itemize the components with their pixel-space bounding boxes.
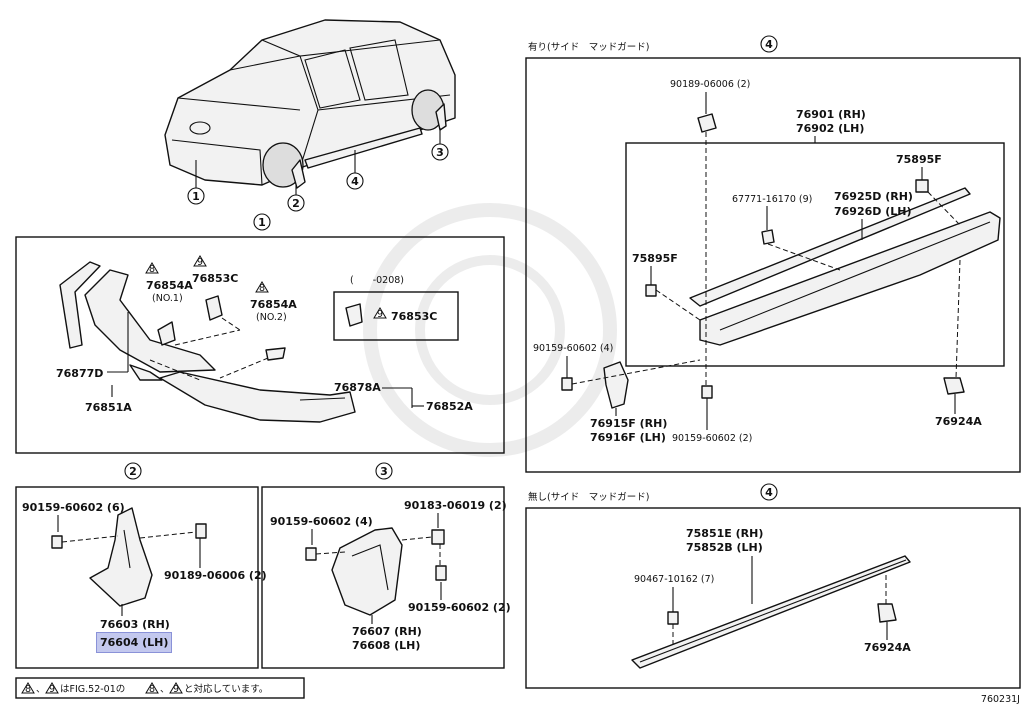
s2-rh-label[interactable]: 76603 (RH) — [100, 618, 170, 631]
front-spoiler-parts — [59, 261, 356, 423]
section-1-frame — [15, 236, 505, 454]
section-3-label: 3 — [380, 465, 388, 478]
s2-bolt-label[interactable]: 90159-60602 (6) — [22, 501, 125, 514]
flag-9-number: 9 — [197, 257, 203, 268]
section-1-label: 1 — [258, 216, 266, 229]
watermark-logo — [363, 203, 617, 457]
note-text-1: はFIG.52-01の — [60, 684, 125, 695]
note-sep-1: 、 — [36, 684, 46, 695]
car-illustration — [164, 19, 456, 189]
note-text-2: と対応しています。 — [184, 683, 268, 695]
s4-75895F-left[interactable]: 75895F — [632, 252, 678, 265]
section-4-label: 4 — [765, 38, 773, 51]
with-side-mudguard-label: 有り(サイド マッドガード) — [528, 41, 649, 53]
s4-67771-label[interactable]: 67771-16170 (9) — [732, 194, 812, 205]
s5-lh-label[interactable]: 75852B (LH) — [686, 541, 763, 554]
without-side-mudguard-label: 無し(サイド マッドガード) — [528, 491, 649, 503]
s4-76926D-label[interactable]: 76926D (LH) — [834, 205, 912, 218]
label-76878A[interactable]: 76878A — [334, 381, 381, 394]
s4-clip-label[interactable]: 90189-06006 (2) — [670, 79, 750, 90]
s3-rh-label[interactable]: 76607 (RH) — [352, 625, 422, 638]
s2-lh-label[interactable]: 76604 (LH) — [100, 636, 168, 649]
s4-76924A-label[interactable]: 76924A — [935, 415, 982, 428]
label-76852A[interactable]: 76852A — [426, 400, 473, 413]
label-76877D[interactable]: 76877D — [56, 367, 103, 380]
callout-1[interactable]: 1 — [192, 190, 200, 203]
date-range: ( -0208) — [350, 275, 404, 286]
note-frame — [15, 677, 305, 699]
label-76854A-no1[interactable]: 76854A — [146, 279, 193, 292]
rocker-molding — [631, 555, 911, 669]
callout-3[interactable]: 3 — [436, 146, 444, 159]
s4-75895F-top[interactable]: 75895F — [896, 153, 942, 166]
note-flag-9b: 9 — [173, 684, 179, 695]
note-flag-9: 9 — [49, 684, 55, 695]
section-1-labels: 76877D 76851A 8 76854A (NO.1) 9 76853C 8… — [56, 255, 473, 414]
label-76853C-box[interactable]: 76853C — [391, 310, 437, 323]
label-no2: (NO.2) — [256, 312, 287, 323]
section-3-frame — [261, 486, 505, 669]
s4-bolt-label[interactable]: 90159-60602 (4) — [533, 343, 613, 354]
s5-rh-label[interactable]: 75851E (RH) — [686, 527, 763, 540]
s4-76916F-label[interactable]: 76916F (LH) — [590, 431, 666, 444]
flag-9-number: 9 — [377, 309, 383, 320]
callout-2[interactable]: 2 — [292, 197, 300, 210]
section-2-frame — [15, 486, 259, 669]
s3-bolt-label[interactable]: 90159-60602 (4) — [270, 515, 373, 528]
s4-bolt2-label[interactable]: 90159-60602 (2) — [672, 433, 752, 444]
diagram-id: 760231J — [981, 694, 1020, 705]
s4-76915F-label[interactable]: 76915F (RH) — [590, 417, 667, 430]
note-flag-8b: 8 — [149, 684, 155, 695]
label-76854A-no2[interactable]: 76854A — [250, 298, 297, 311]
s4-76925D-label[interactable]: 76925D (RH) — [834, 190, 913, 203]
side-mudguard-parts — [561, 113, 1001, 409]
selected-part-highlight[interactable] — [96, 632, 172, 653]
flag-8-number: 8 — [259, 283, 265, 294]
section-4-frame — [525, 57, 1021, 473]
label-no1: (NO.1) — [152, 293, 183, 304]
note-flag-8: 8 — [25, 684, 31, 695]
section-2-label: 2 — [129, 465, 137, 478]
front-mudguard — [51, 507, 207, 607]
rear-mudguard — [305, 527, 447, 616]
section-5-frame — [525, 507, 1021, 689]
section-5-label: 4 — [765, 486, 773, 499]
label-76853C[interactable]: 76853C — [192, 272, 238, 285]
s3-bolt2-label[interactable]: 90159-60602 (2) — [408, 601, 511, 614]
s5-screw-label[interactable]: 90467-10162 (7) — [634, 574, 714, 585]
s4-lh-label[interactable]: 76902 (LH) — [796, 122, 864, 135]
s3-lh-label[interactable]: 76608 (LH) — [352, 639, 420, 652]
date-range-box — [333, 291, 459, 341]
flag-8-number: 8 — [149, 264, 155, 275]
s3-nut-label[interactable]: 90183-06019 (2) — [404, 499, 507, 512]
note-sep-2: 、 — [160, 684, 170, 695]
label-76851A[interactable]: 76851A — [85, 401, 132, 414]
s5-76924A-label[interactable]: 76924A — [864, 641, 911, 654]
s2-clip-label[interactable]: 90189-06006 (2) — [164, 569, 267, 582]
s4-rh-label[interactable]: 76901 (RH) — [796, 108, 866, 121]
callout-4[interactable]: 4 — [351, 175, 359, 188]
car-callouts: 1 2 4 3 — [187, 128, 449, 212]
